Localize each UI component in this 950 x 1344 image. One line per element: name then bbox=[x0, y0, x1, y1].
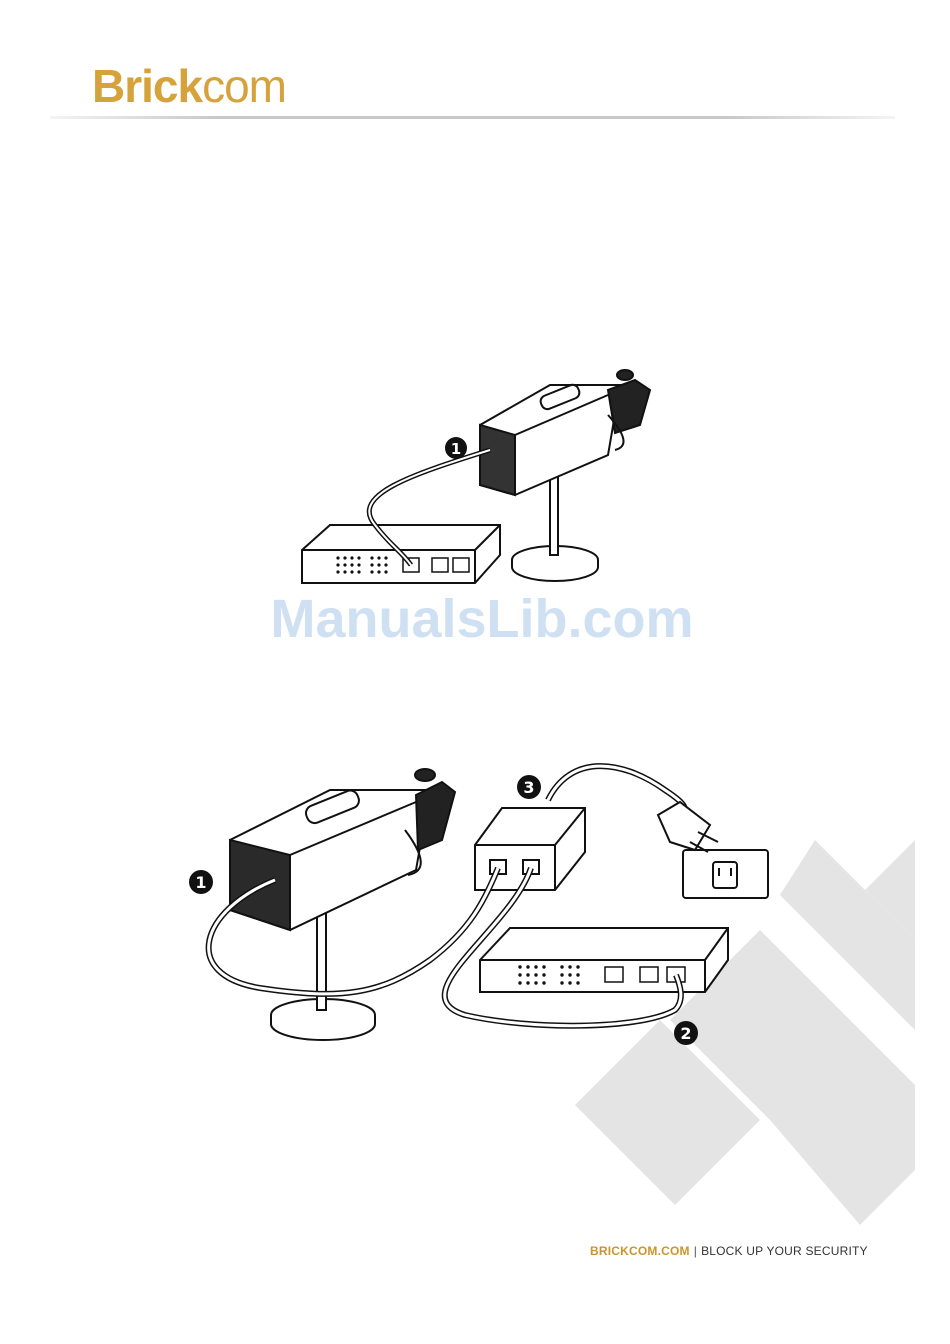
callout-3-label: 3 bbox=[523, 778, 534, 797]
footer-separator: | bbox=[694, 1244, 697, 1258]
network-switch bbox=[480, 928, 728, 992]
footer: BRICKCOM.COM | BLOCK UP YOUR SECURITY bbox=[590, 1244, 868, 1258]
header-divider bbox=[50, 116, 895, 119]
footer-tagline: BLOCK UP YOUR SECURITY bbox=[701, 1244, 868, 1258]
callout-1-label: 1 bbox=[195, 873, 206, 892]
callout-2-label: 2 bbox=[680, 1024, 691, 1043]
callout-3: 3 bbox=[517, 775, 541, 799]
callout-1-label: 1 bbox=[451, 440, 461, 458]
figure-camera-poe-injector: 1 2 3 bbox=[180, 760, 780, 1070]
callout-1: 1 bbox=[445, 437, 467, 459]
figure-camera-to-switch: 1 bbox=[290, 355, 660, 595]
power-outlet bbox=[683, 850, 768, 898]
logo-com-text: com bbox=[202, 60, 286, 112]
watermark: ManualsLib.com bbox=[0, 588, 950, 650]
callout-2: 2 bbox=[674, 1021, 698, 1045]
brickcom-logo: Brickcom bbox=[92, 60, 286, 112]
ip-camera bbox=[230, 769, 455, 930]
power-plug bbox=[658, 802, 718, 852]
footer-site: BRICKCOM.COM bbox=[590, 1244, 690, 1258]
logo-brick-text: Brick bbox=[92, 60, 202, 112]
ip-camera bbox=[480, 370, 650, 495]
callout-1: 1 bbox=[189, 870, 213, 894]
